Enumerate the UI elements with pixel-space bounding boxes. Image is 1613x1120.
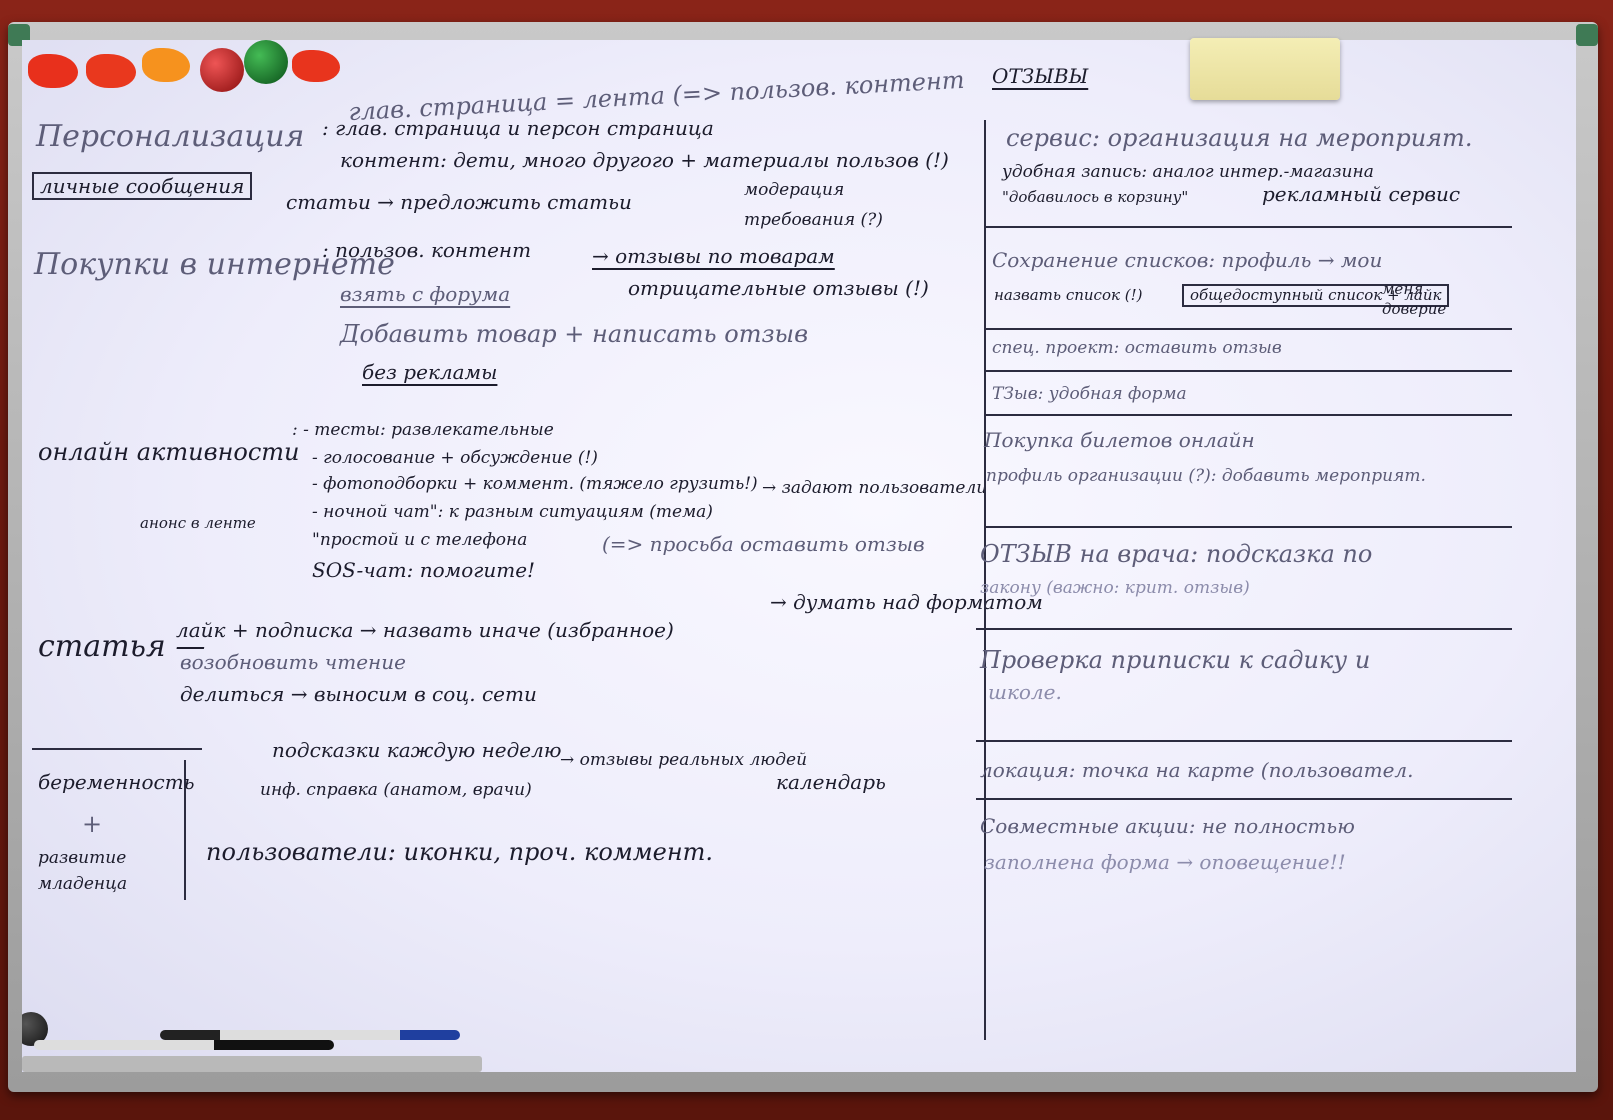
online-leave-review: (=> просьба оставить отзыв <box>602 532 925 556</box>
moderation-note: модерация <box>744 180 845 200</box>
reviews-heading: ОТЗЫВЫ <box>992 64 1089 88</box>
frame-corner-top-right <box>1576 24 1598 46</box>
personalization-line-2: контент: дети, много другого + материалы… <box>340 148 949 172</box>
shopping-no-ads: без рекламы <box>362 360 498 384</box>
saving-lists-trust: меня доверие <box>1382 280 1447 318</box>
marker-tray <box>22 1056 482 1072</box>
personalization-line-1: : глав. страница и персон страница <box>322 116 714 140</box>
doctor-review-line-2: закону (важно: крит. отзыв) <box>980 578 1250 598</box>
requirements-note: требования (?) <box>744 210 883 230</box>
pregnancy-weekly-tips: подсказки каждую неделю <box>272 738 562 762</box>
blue-marker[interactable] <box>160 1030 460 1040</box>
article-share: делиться → выносим в соц. сети <box>180 682 537 706</box>
divider-pregnancy-vertical <box>184 760 186 900</box>
tickets-line-1: Покупка билетов онлайн <box>984 428 1255 452</box>
pregnancy-calendar: календарь <box>776 770 886 794</box>
online-simple-phone: "простой и с телефона <box>312 530 528 550</box>
article-think-format: → думать над форматом <box>770 590 1043 614</box>
red-magnet <box>86 54 136 88</box>
shopping-negative-reviews: отрицательные отзывы (!) <box>628 276 929 300</box>
shopping-line-1: : пользов. контент <box>322 238 532 262</box>
announce-in-feed: анонс в ленте <box>140 514 256 532</box>
section-divider <box>986 526 1512 528</box>
joint-actions-line-1: Совместные акции: не полностью <box>980 814 1355 838</box>
online-users-ask: → задают пользователи <box>762 478 988 498</box>
heading-pregnancy: беременность <box>38 770 195 794</box>
heading-personalization: Персонализация <box>36 119 305 154</box>
service-line-3: "добавилось в корзину" <box>1002 188 1189 206</box>
location-note: локация: точка на карте (пользовател. <box>980 758 1414 782</box>
section-divider <box>976 798 1512 800</box>
online-night-chat: - ночной чат": к разным ситуациям (тема) <box>312 502 713 522</box>
pregnancy-users-icons: пользователи: иконки, проч. коммент. <box>206 838 714 866</box>
tsv-form: ТЗыв: удобная форма <box>992 384 1187 404</box>
section-divider <box>976 740 1512 742</box>
whiteboard-eraser[interactable] <box>1190 38 1340 100</box>
online-tests: : - тесты: развлекательные <box>292 420 554 440</box>
doctor-review-line-1: ОТЗЫВ на врача: подсказка по <box>980 540 1373 568</box>
heading-online-activities: онлайн активности <box>38 438 300 466</box>
shopping-arrow-reviews: → отзывы по товарам <box>592 244 835 268</box>
section-divider <box>986 414 1512 416</box>
personalization-line-3: статьи → предложить статьи <box>286 190 632 214</box>
divider-pregnancy <box>32 748 202 750</box>
private-messages-box: личные сообщения <box>32 172 253 200</box>
saving-lists-public: общедоступный список + лайк <box>1182 284 1450 307</box>
saving-lists-line-1: Сохранение списков: профиль → мои <box>992 248 1383 272</box>
black-marker[interactable] <box>34 1040 334 1050</box>
red-magnet <box>292 50 340 82</box>
heading-shopping: Покупки в интернете <box>34 247 395 282</box>
service-line-2: удобная запись: аналог интер.-магазина <box>1002 162 1374 182</box>
heading-article: статья — <box>38 629 206 664</box>
orange-magnet <box>142 48 190 82</box>
shopping-add-product: Добавить товар + написать отзыв <box>340 320 809 348</box>
online-sos-chat: SOS-чат: помогите! <box>312 558 536 582</box>
section-divider <box>986 226 1512 228</box>
plus-sign: + <box>82 810 103 838</box>
online-photo: - фотоподборки + коммент. (тяжело грузит… <box>312 474 758 494</box>
article-resume-reading: возобновить чтение <box>180 650 406 674</box>
green-magnet <box>244 40 288 84</box>
tickets-line-2: профиль организации (?): добавить меропр… <box>986 466 1426 486</box>
kindergarten-line-1: Проверка приписки к садику и <box>980 646 1371 674</box>
whiteboard: глав. страница = лента (=> пользов. конт… <box>22 40 1576 1072</box>
pregnancy-real-reviews: → отзывы реальных людей <box>560 750 808 770</box>
board-vertical-divider <box>984 120 986 1040</box>
kindergarten-line-2: школе. <box>988 680 1062 704</box>
online-voting: - голосование + обсуждение (!) <box>312 448 598 468</box>
service-line-1: сервис: организация на мероприят. <box>1006 124 1473 152</box>
pregnancy-info: инф. справка (анатом, врачи) <box>260 780 532 800</box>
service-line-4: рекламный сервис <box>1262 182 1461 206</box>
heading-infant-development: развитие младенца <box>38 848 128 894</box>
dark-red-magnet <box>200 48 244 92</box>
saving-lists-line-2: назвать список (!) <box>994 286 1143 304</box>
red-magnet <box>28 54 78 88</box>
shopping-forum: взять с форума <box>340 282 511 306</box>
section-divider <box>986 370 1512 372</box>
section-divider <box>986 328 1512 330</box>
section-divider <box>976 628 1512 630</box>
special-project: спец. проект: оставить отзыв <box>992 338 1282 358</box>
joint-actions-line-2: заполнена форма → оповещение!! <box>984 850 1346 874</box>
article-like-subscribe: лайк + подписка → назвать иначе (избранн… <box>176 618 674 642</box>
